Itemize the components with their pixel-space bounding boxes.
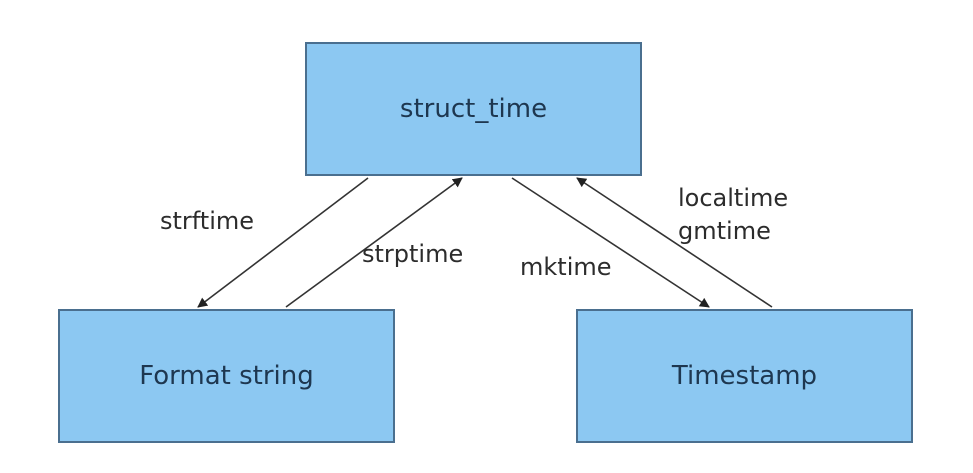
timestamp-node: Timestamp <box>576 309 913 443</box>
struct-time-label: struct_time <box>399 94 548 124</box>
mktime-arrow <box>511 177 710 308</box>
gmtime-label: gmtime <box>678 217 771 245</box>
localtime-label: localtime <box>678 184 789 212</box>
format-string-label: Format string <box>139 361 314 391</box>
strptime-label: strptime <box>362 240 464 268</box>
strptime-arrow <box>285 177 463 308</box>
struct-time-node: struct_time <box>305 42 642 176</box>
strftime-arrow <box>197 177 369 308</box>
timestamp-label: Timestamp <box>671 361 818 391</box>
strftime-label: strftime <box>160 207 255 235</box>
localtime-gmtime-arrow <box>576 177 773 308</box>
mktime-label: mktime <box>520 253 612 281</box>
format-string-node: Format string <box>58 309 395 443</box>
